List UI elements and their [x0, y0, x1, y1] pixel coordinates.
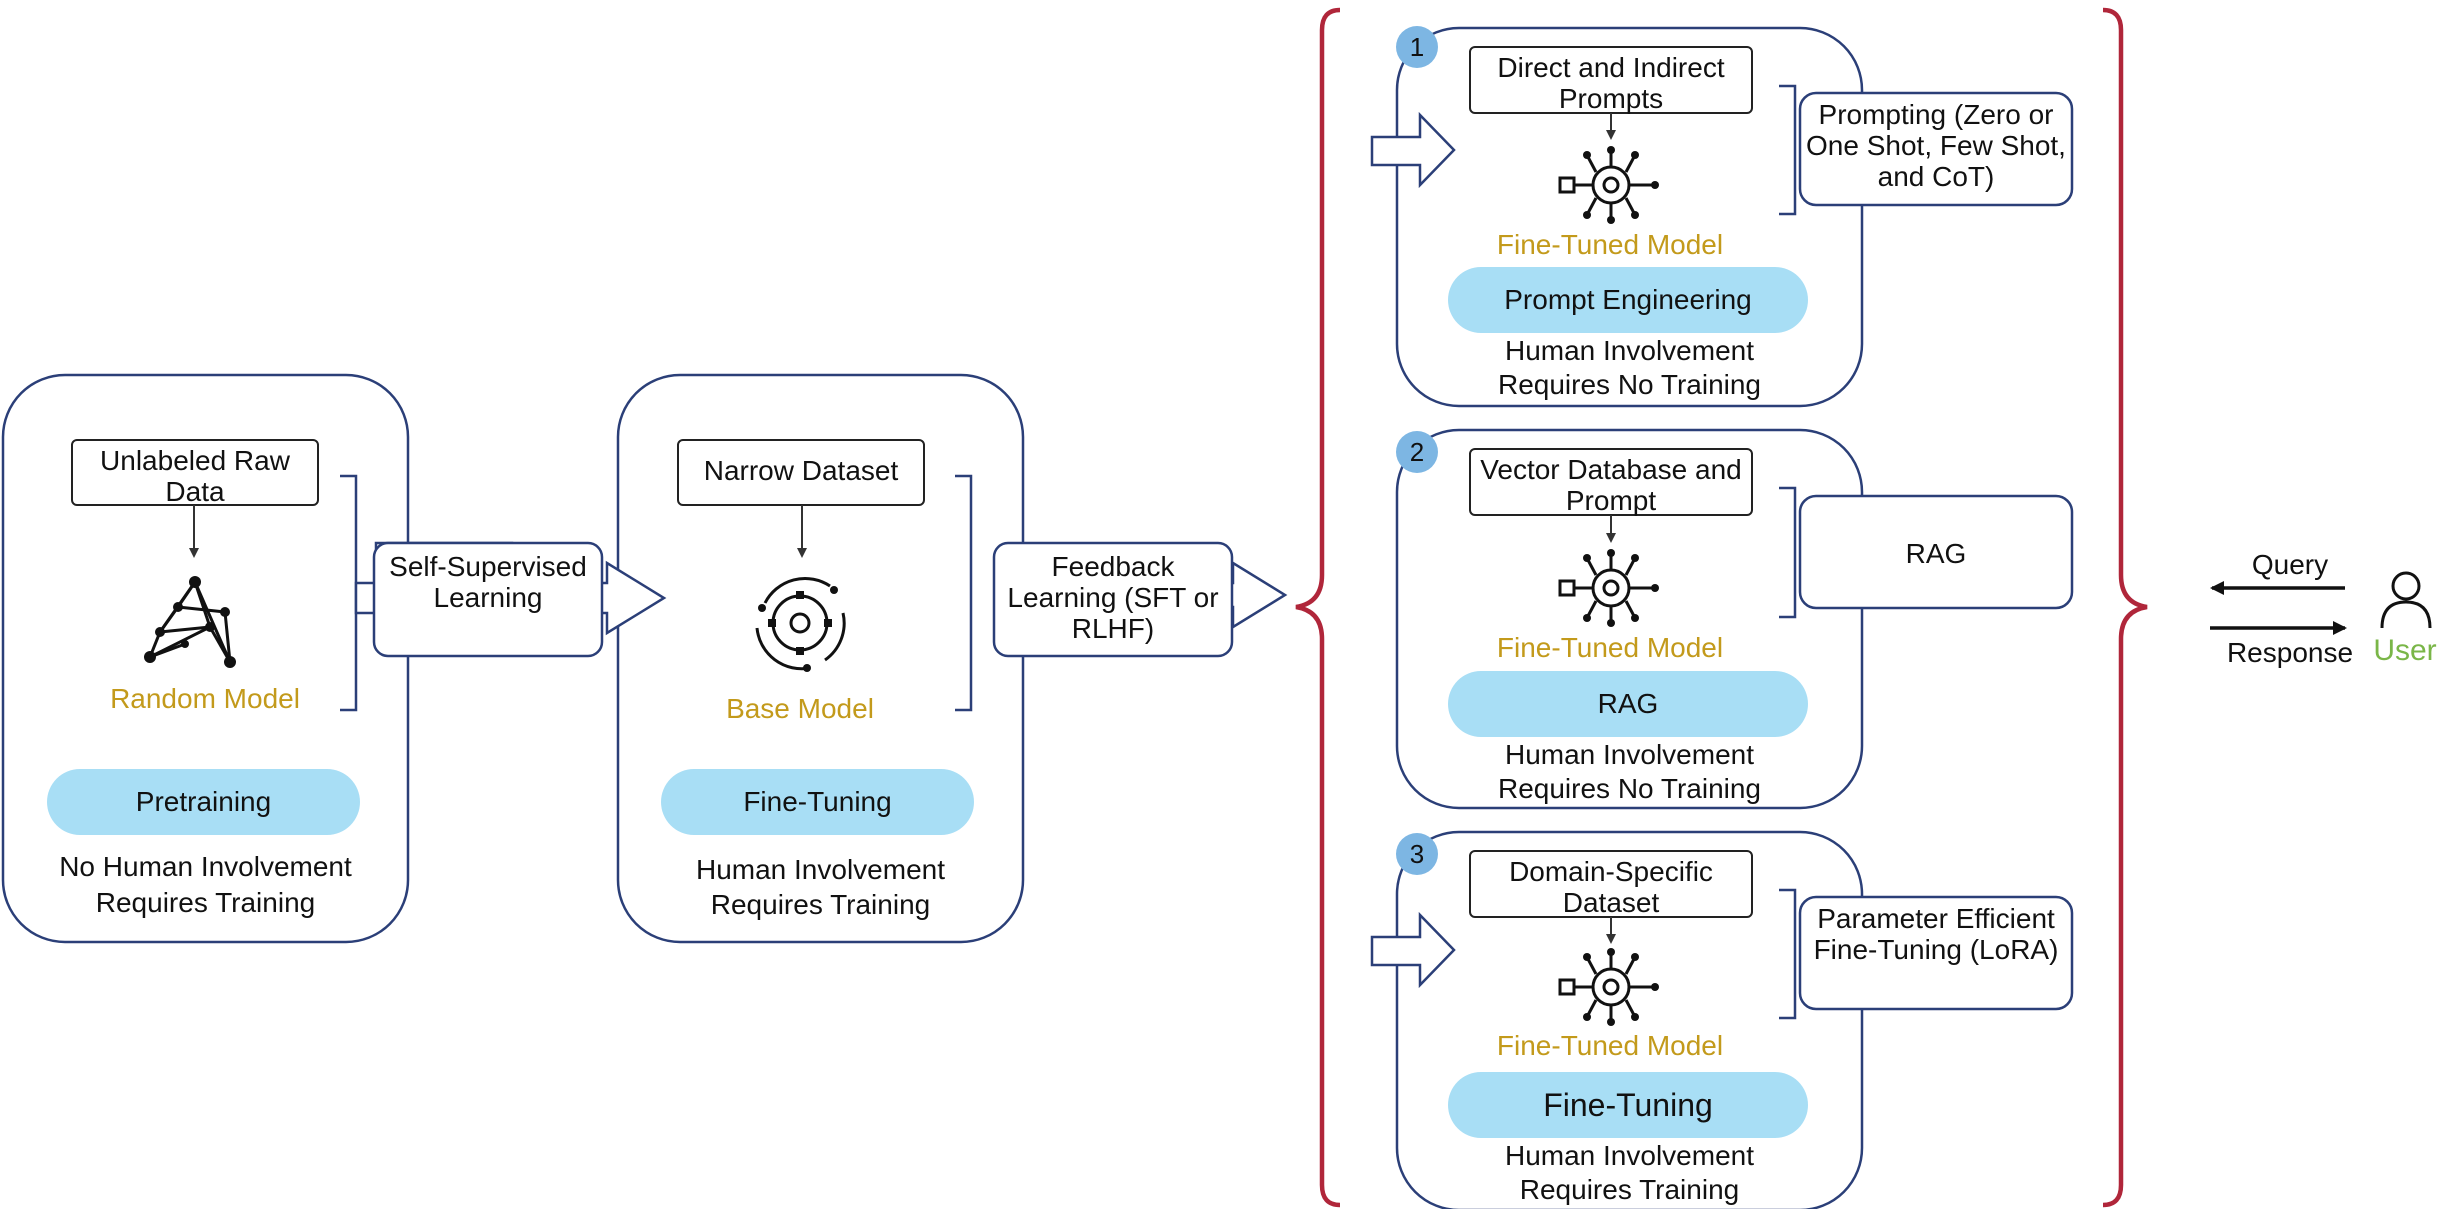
option1-bracket: [1779, 84, 1797, 216]
ai-chip-icon: [1558, 948, 1659, 1026]
option1-pill: Prompt Engineering: [1448, 267, 1808, 333]
option3-container: [1395, 830, 1864, 1209]
option1-container: [1395, 26, 1864, 408]
option2-container: [1395, 428, 1864, 810]
option1-side-label: Prompting (Zero or One Shot, Few Shot, a…: [1806, 99, 2066, 192]
query-label: Query: [2251, 549, 2329, 580]
option3-model-label: Fine-Tuned Model: [1496, 1030, 1724, 1061]
option1-side-box: [1798, 91, 2074, 207]
arrow1-label-box: [372, 541, 604, 658]
option2-model-label: Fine-Tuned Model: [1496, 632, 1724, 663]
option2-number-badge: 2: [1396, 431, 1438, 473]
ai-chip-icon: [1558, 146, 1659, 224]
right-curly-bracket: [2102, 7, 2148, 1208]
arrow2-shape: [1223, 560, 1288, 630]
option3-bracket: [1779, 888, 1797, 1020]
arrow1-label: Self-Supervised Learning: [389, 551, 587, 613]
option3-number-badge: 3: [1396, 833, 1438, 875]
stage1-bracket: [340, 474, 358, 712]
option1-entry-arrow: [1370, 111, 1456, 189]
option3-caption-line2: Requires Training: [1519, 1174, 1740, 1205]
stage2-caption-line1: Human Involvement: [695, 854, 945, 885]
user-label: User: [2373, 634, 2437, 667]
option1-caption-line1: Human Involvement: [1504, 335, 1754, 366]
stage2-bracket: [955, 474, 973, 712]
option2-bracket: [1779, 486, 1797, 619]
arrow2-label: Feedback Learning (SFT or RLHF): [1007, 551, 1219, 644]
arrow2-label-box: [992, 541, 1234, 658]
gear-orbit-icon: [755, 576, 846, 672]
stage1-caption-line1: No Human Involvement: [59, 851, 352, 882]
option1-caption-line2: Requires No Training: [1497, 369, 1762, 400]
stage1-pill: Pretraining: [47, 769, 360, 835]
stage1-container: [1, 373, 410, 944]
option2-side-box: [1798, 494, 2074, 610]
ai-chip-icon: [1558, 549, 1659, 627]
response-label: Response: [2226, 637, 2354, 668]
stage2-container: [616, 373, 1025, 944]
stage1-caption-line2: Requires Training: [95, 887, 316, 918]
option2-caption-line1: Human Involvement: [1504, 739, 1754, 770]
option2-input-label: Vector Database and Prompt: [1480, 454, 1742, 516]
option3-side-box: [1798, 895, 2074, 1011]
stage1-model-label: Random Model: [110, 683, 300, 714]
stage2-input-label: Narrow Dataset: [703, 455, 899, 486]
option3-caption-line1: Human Involvement: [1504, 1140, 1754, 1171]
stage2-caption-line2: Requires Training: [710, 889, 931, 920]
option2-side-label: RAG: [1905, 538, 1967, 569]
stage1-input-label: Unlabeled Raw Data: [100, 445, 290, 507]
stage2-pill: Fine-Tuning: [661, 769, 974, 835]
option1-input-label: Direct and Indirect Prompts: [1497, 52, 1725, 114]
option1-model-label: Fine-Tuned Model: [1496, 229, 1724, 260]
user-icon: [2380, 571, 2432, 629]
stage2-model-label: Base Model: [726, 693, 874, 724]
network-graph-icon: [144, 576, 236, 668]
option1-number-badge: 1: [1396, 26, 1438, 68]
option3-side-label: Parameter Efficient Fine-Tuning (LoRA): [1813, 903, 2059, 965]
option3-pill: Fine-Tuning: [1448, 1072, 1808, 1138]
option2-pill: RAG: [1448, 671, 1808, 737]
option3-input-label: Domain-Specific Dataset: [1509, 856, 1713, 918]
left-curly-bracket: [1295, 7, 1341, 1208]
option3-entry-arrow: [1370, 911, 1456, 989]
option2-caption-line2: Requires No Training: [1497, 773, 1762, 804]
